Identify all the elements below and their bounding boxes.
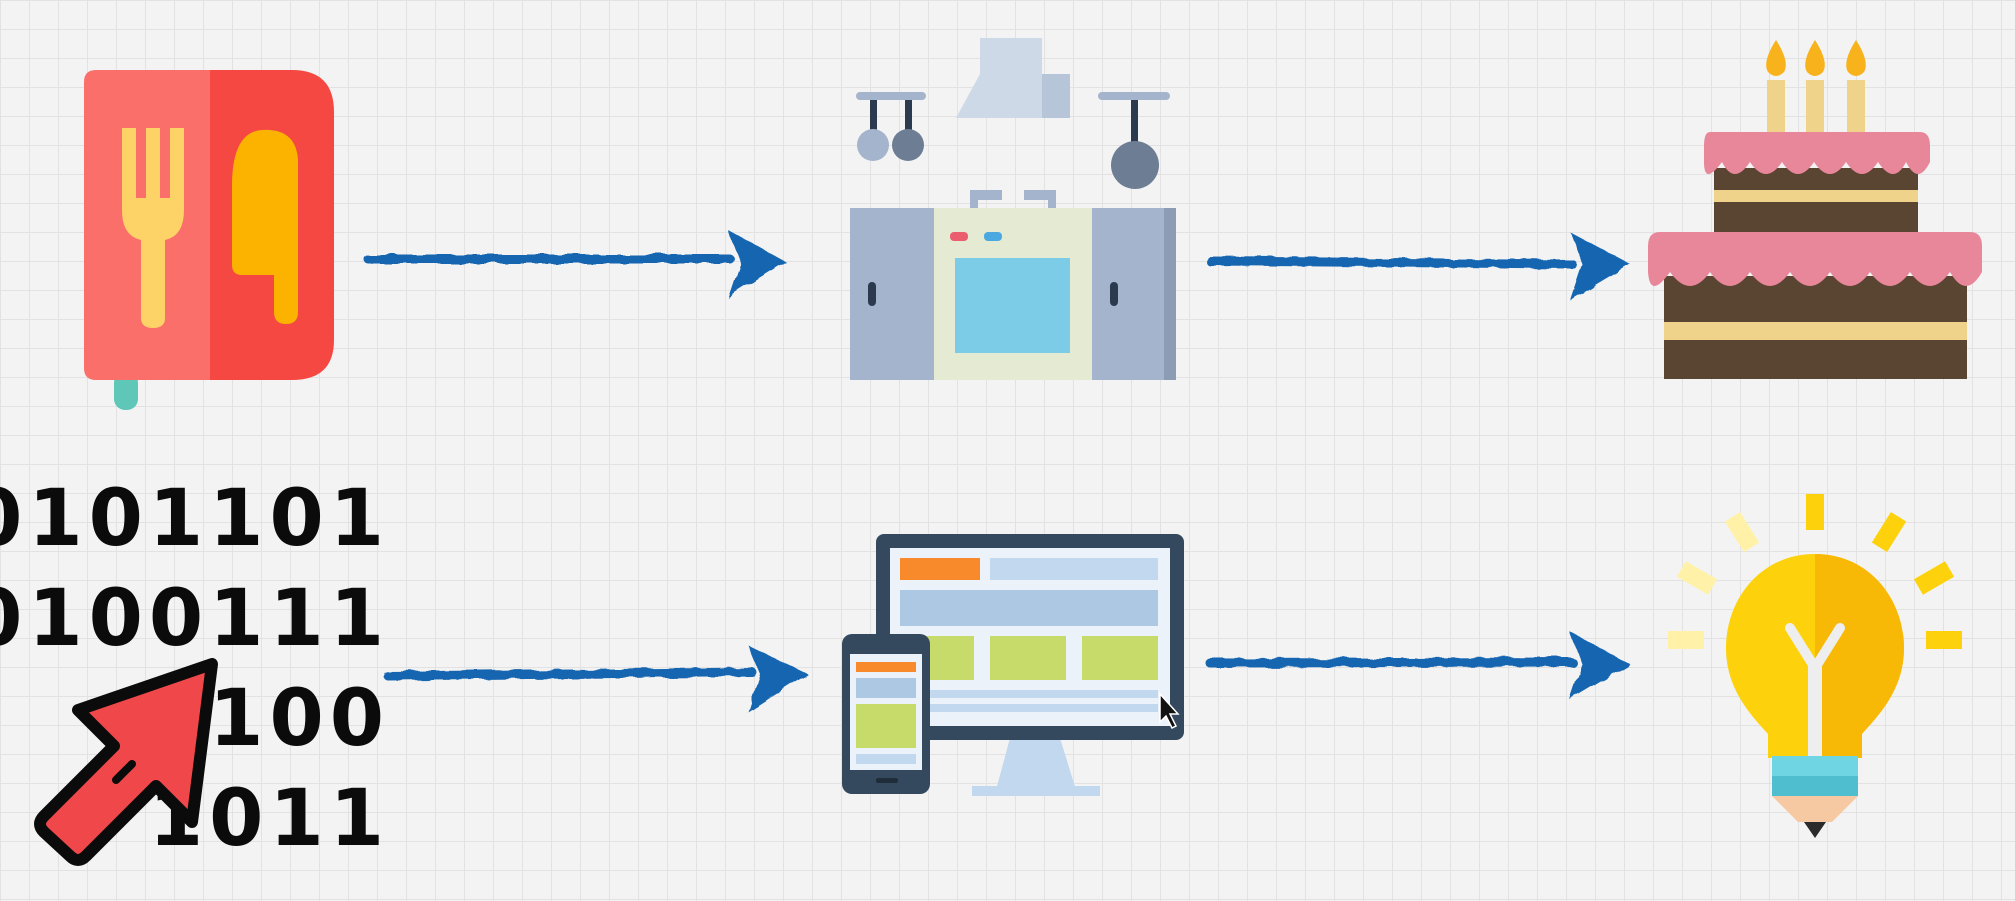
responsive-devices-icon xyxy=(842,534,1184,796)
arrow-devices-to-idea xyxy=(1205,632,1630,700)
recipe-book-icon xyxy=(84,70,334,410)
binary-line: 0101101 xyxy=(0,474,390,564)
cake-icon xyxy=(1648,40,1982,379)
binary-line: 100 xyxy=(209,674,390,764)
cursor-arrow-icon xyxy=(34,658,218,866)
arrow-binary-to-devices xyxy=(383,645,808,712)
arrow-stove-to-cake xyxy=(1205,232,1630,300)
kitchen-stove-icon xyxy=(850,38,1176,380)
arrow-book-to-stove xyxy=(363,230,786,298)
lightbulb-icon xyxy=(1668,494,1962,838)
binary-line: 0100111 xyxy=(0,574,390,664)
binary-code-icon: 0101101 0100111 100 1011 xyxy=(0,480,390,860)
